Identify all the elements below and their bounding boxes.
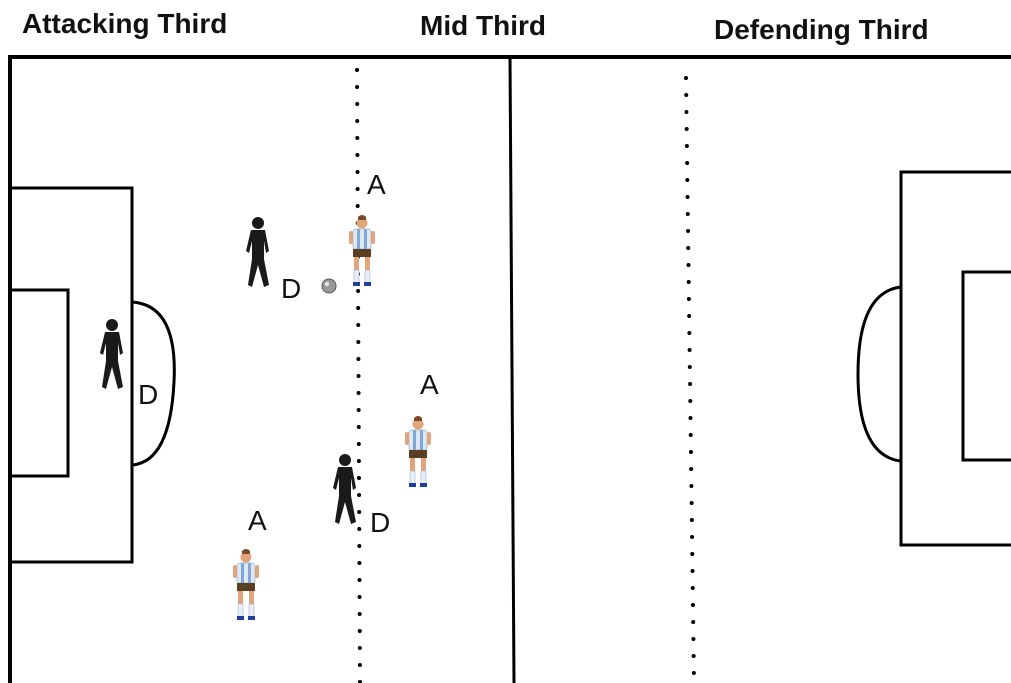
attacking-mid-divider: [357, 70, 360, 683]
defender-3: [333, 454, 356, 524]
attacker-label-3: A: [248, 505, 267, 536]
left-goal-box: [10, 290, 68, 476]
defender-label-3: D: [370, 507, 390, 538]
ball: [322, 279, 336, 293]
attacker-3: [233, 549, 259, 620]
defender-1: [246, 217, 269, 287]
attacker-label-2: A: [420, 369, 439, 400]
right-goal-box: [963, 272, 1011, 460]
attacker-2: [405, 416, 431, 487]
defender-label-2: D: [138, 379, 158, 410]
defender-2: [100, 319, 123, 389]
mid-defending-divider: [686, 78, 694, 683]
right-penalty-arc: [858, 287, 901, 461]
defender-label-1: D: [281, 273, 301, 304]
attacker-label-1: A: [367, 169, 386, 200]
attacker-1: [349, 215, 375, 286]
halfway-line: [510, 57, 514, 683]
right-penalty-box: [901, 172, 1011, 545]
left-penalty-box: [10, 188, 132, 562]
